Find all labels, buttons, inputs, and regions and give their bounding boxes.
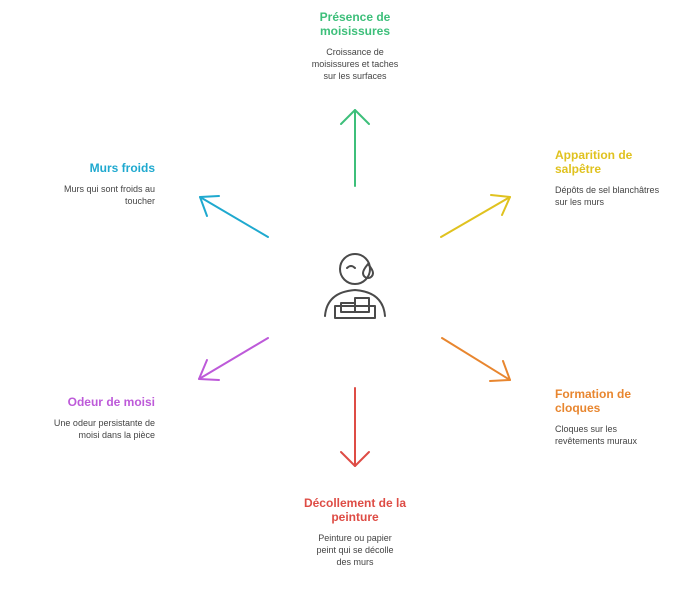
node-moisissures: Présence de moisissures Croissance de mo… <box>285 10 425 82</box>
node-title: Odeur de moisi <box>67 395 155 409</box>
arrow-down-right <box>441 337 511 382</box>
node-description: Dépôts de sel blanchâtres sur les murs <box>555 185 660 207</box>
node-title: Murs froids <box>89 161 155 175</box>
node-description: Une odeur persistante de moisi dans la p… <box>53 418 155 440</box>
node-cloques: Formation de cloques Cloques sur les rev… <box>555 387 665 447</box>
arrow-down <box>340 387 370 467</box>
node-odeur: Odeur de moisi Une odeur persistante de … <box>40 395 155 441</box>
node-description: Cloques sur les revêtements muraux <box>555 424 638 446</box>
arrow-down-left <box>198 337 269 381</box>
node-description: Murs qui sont froids au toucher <box>63 184 155 206</box>
node-description: Croissance de moisissures et taches sur … <box>311 47 399 81</box>
node-title: Décollement de la peinture <box>303 496 407 524</box>
arrow-up <box>340 109 370 187</box>
node-title: Présence de moisissures <box>319 10 391 38</box>
node-salpetre: Apparition de salpêtre Dépôts de sel bla… <box>555 148 665 208</box>
arrow-up-left <box>199 195 269 238</box>
node-description: Peinture ou papier peint qui se décolle … <box>316 533 394 567</box>
person-crying-with-box-icon <box>324 253 386 319</box>
node-title: Formation de cloques <box>555 387 632 415</box>
node-peinture: Décollement de la peinture Peinture ou p… <box>285 496 425 568</box>
arrow-up-right <box>440 194 511 238</box>
node-title: Apparition de salpêtre <box>555 148 633 176</box>
node-murs-froids: Murs froids Murs qui sont froids au touc… <box>40 161 155 207</box>
